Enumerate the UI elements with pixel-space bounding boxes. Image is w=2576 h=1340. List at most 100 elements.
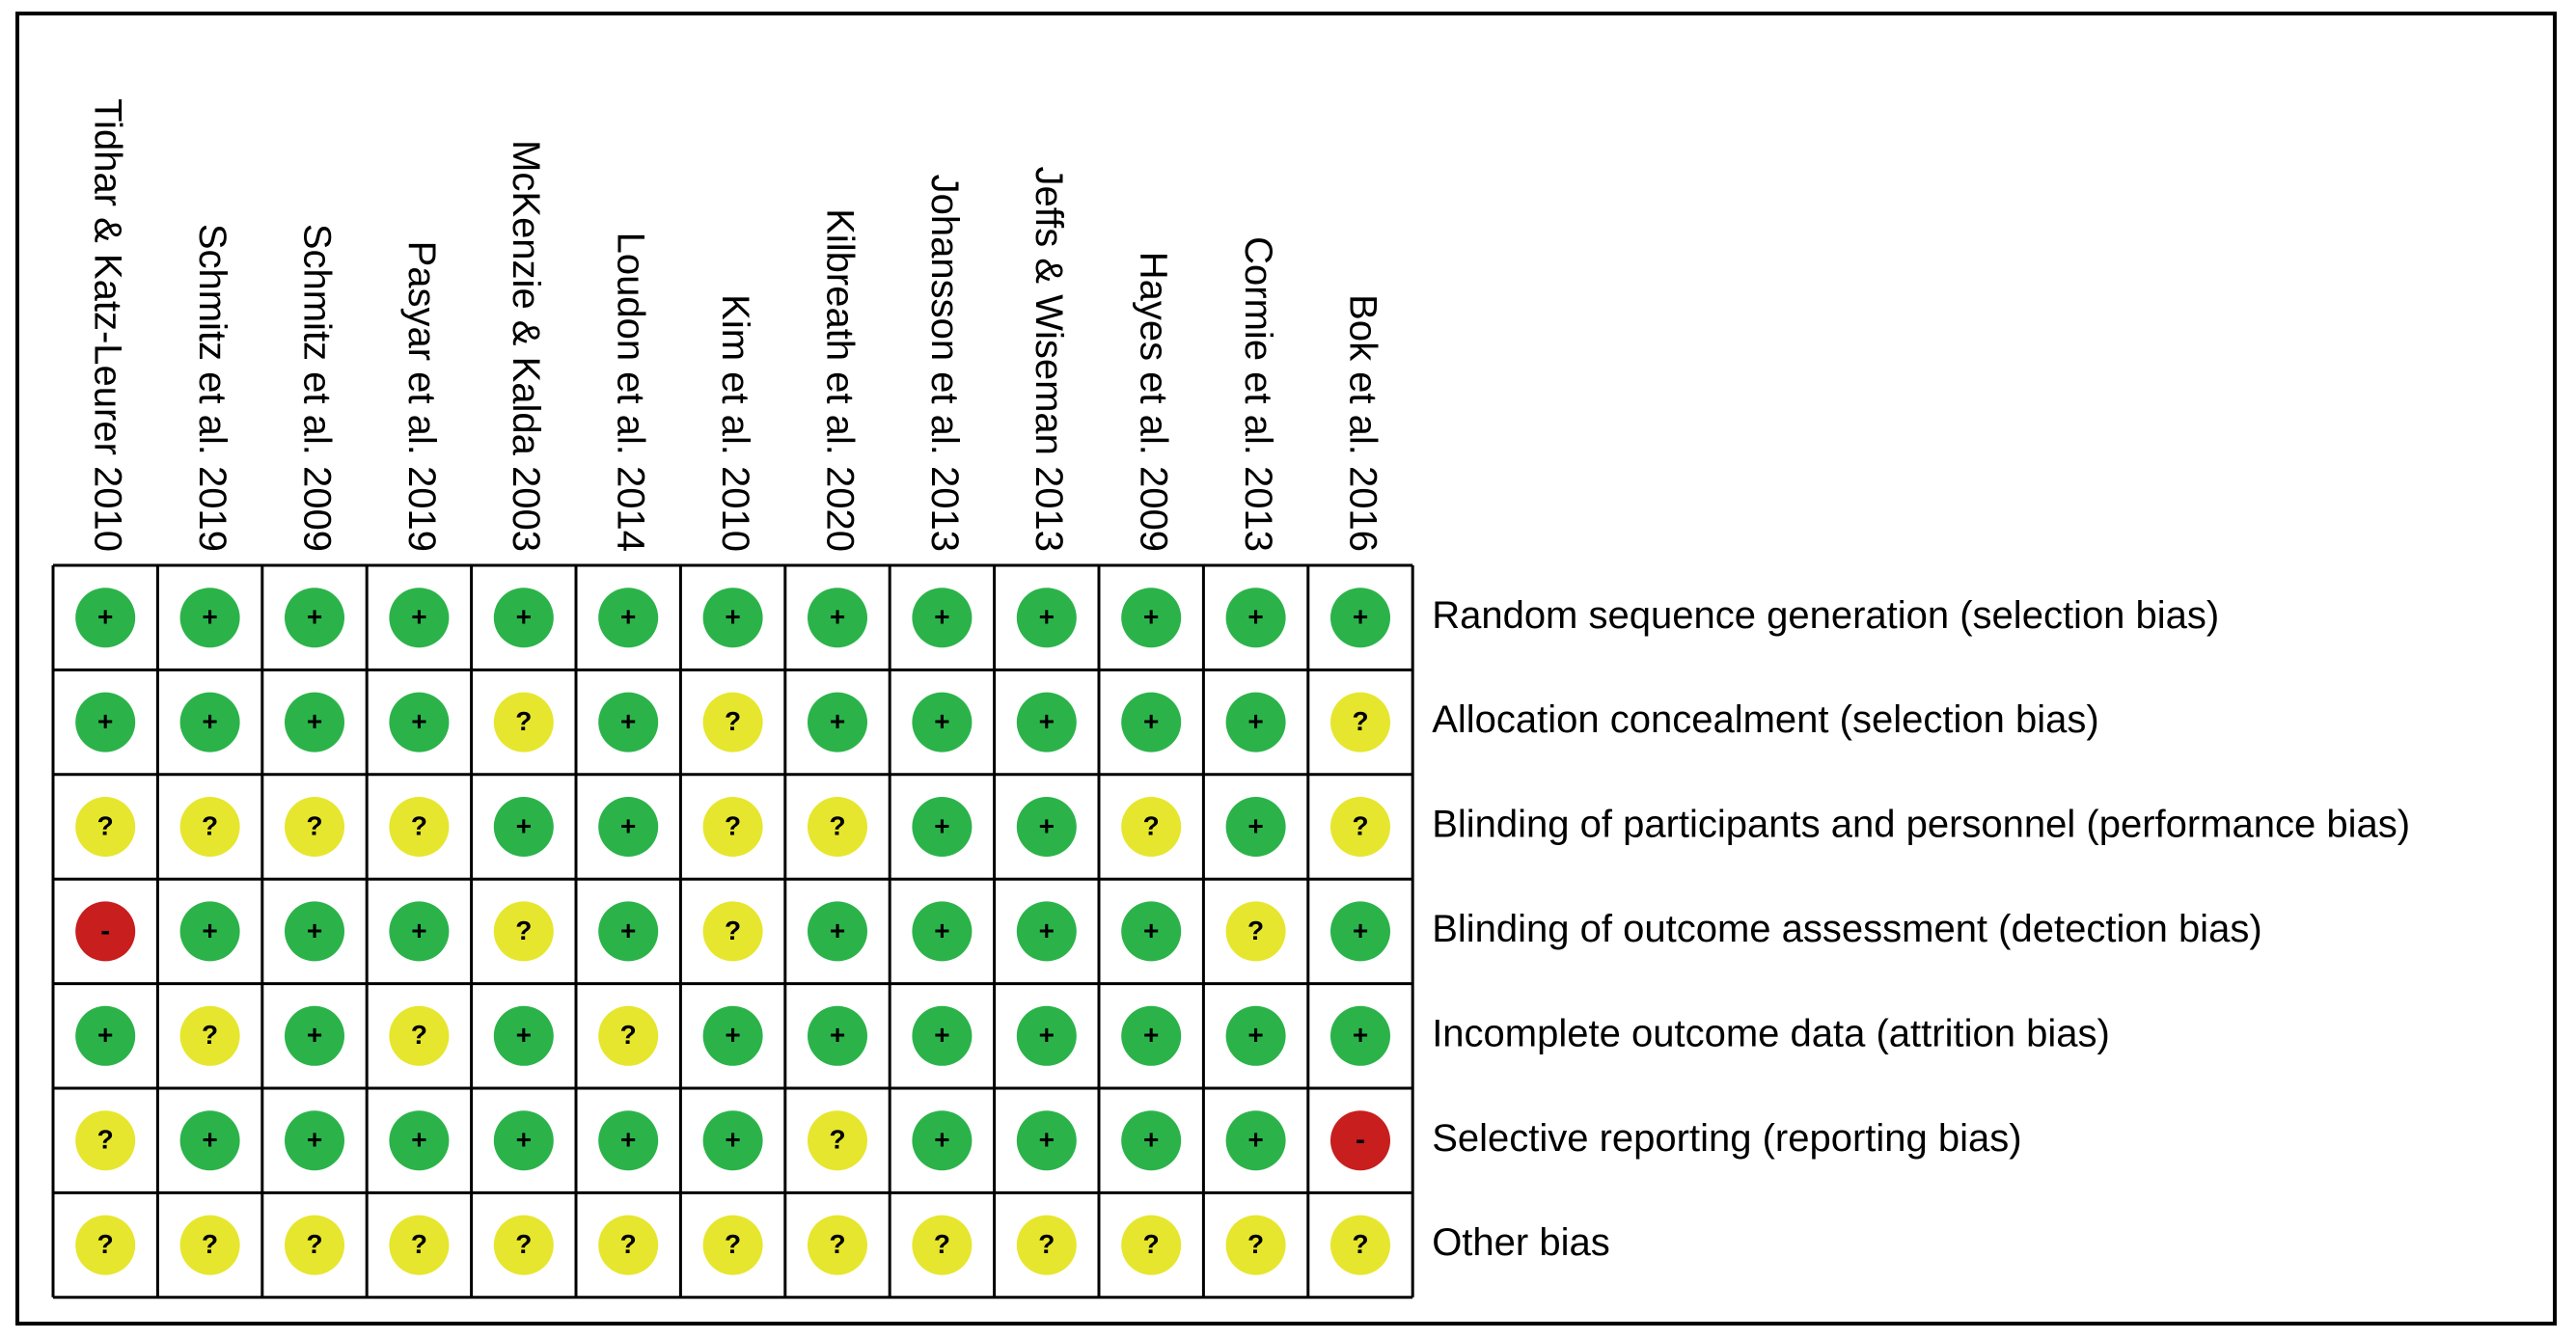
judgement-unclear-mark: ? [75,1215,136,1275]
judgement-symbol: ? [829,1229,845,1259]
judgement-low-mark: + [912,797,973,857]
judgement-circle [1330,588,1390,648]
study-label: Johansson et al. 2013 [923,175,966,552]
judgement-circle [389,588,450,648]
judgement-circle [1016,588,1077,648]
judgement-symbol: ? [97,810,114,840]
judgement-unclear-mark: ? [1330,1215,1390,1275]
judgement-symbol: ? [725,916,741,945]
judgement-low-mark: + [702,1110,763,1171]
judgement-circle [598,588,659,648]
judgement-unclear-mark: ? [1330,797,1390,857]
judgement-low-mark: + [808,588,867,648]
judgement-symbol: ? [1247,916,1264,945]
judgement-symbol: + [516,602,532,632]
judgement-symbol: + [202,602,217,632]
judgement-symbol: ? [829,1125,845,1155]
judgement-unclear-mark: ? [1225,901,1286,962]
judgement-unclear-mark: ? [1121,797,1182,857]
judgement-circle [598,1110,659,1171]
judgement-circle [702,692,763,752]
judgement-symbol: + [202,1125,217,1155]
judgement-symbol: ? [1352,706,1368,736]
judgement-low-mark: + [1330,1005,1390,1066]
judgement-circle [389,1215,450,1275]
judgement-circle [389,692,450,752]
judgement-symbol: + [830,706,845,736]
judgement-low-mark: + [1121,588,1182,648]
judgement-circle [285,1005,344,1066]
judgement-symbol: ? [725,810,741,840]
judgement-symbol: ? [515,1229,532,1259]
judgement-circle [808,692,867,752]
judgement-unclear-mark: ? [702,692,763,752]
judgement-circle [75,692,136,752]
judgement-circle [75,1215,136,1275]
judgement-circle [702,1005,763,1066]
judgement-circle [285,588,344,648]
judgement-circle [912,1215,973,1275]
judgement-low-mark: + [912,692,973,752]
judgement-symbol: ? [202,1020,218,1050]
judgement-circle [1016,901,1077,962]
judgement-symbol: + [1247,706,1263,736]
judgement-circle [808,797,867,857]
judgement-circle [1330,692,1390,752]
judgement-symbol: + [830,602,845,632]
judgement-low-mark: + [808,692,867,752]
judgement-circle [1225,1110,1286,1171]
judgement-symbol: + [1039,602,1055,632]
judgement-symbol: + [1143,1020,1159,1050]
judgement-circle [493,1215,554,1275]
judgement-circle [493,692,554,752]
judgement-symbol: ? [411,1229,427,1259]
judgement-low-mark: + [1121,1005,1182,1066]
judgement-symbol: + [307,706,322,736]
judgement-circle [75,797,136,857]
study-label: Schmitz et al. 2019 [191,224,233,552]
judgement-unclear-mark: ? [179,797,240,857]
domain-label: Selective reporting (reporting bias) [1432,1117,2021,1160]
judgement-symbol: ? [620,1020,637,1050]
judgement-unclear-mark: ? [702,1215,763,1275]
judgement-circle [1121,1215,1182,1275]
judgement-unclear-mark: ? [389,797,450,857]
judgement-symbol: ? [1143,1229,1160,1259]
judgement-circle [493,588,554,648]
judgement-circle [1121,692,1182,752]
judgement-circle [1330,901,1390,962]
judgement-circle [598,692,659,752]
study-label: McKenzie & Kalda 2003 [505,140,547,552]
judgement-low-mark: + [1016,588,1077,648]
judgement-circle [598,797,659,857]
judgement-low-mark: + [598,692,659,752]
judgement-low-mark: + [1225,588,1286,648]
judgement-symbol: ? [306,1229,322,1259]
judgement-low-mark: + [1016,1110,1077,1171]
judgement-circle [75,1005,136,1066]
judgement-circle [702,797,763,857]
judgement-symbol: + [1143,916,1159,945]
judgement-symbol: ? [411,1020,427,1050]
judgement-low-mark: + [285,901,344,962]
judgement-circle [179,588,240,648]
judgement-symbol: + [620,602,636,632]
judgement-circle [808,1005,867,1066]
judgement-circle [808,588,867,648]
judgement-low-mark: + [389,692,450,752]
judgement-circle [75,901,136,962]
judgement-symbol: + [1143,1125,1159,1155]
judgement-circle [1330,1005,1390,1066]
judgement-symbol: - [100,915,110,946]
judgement-circle [75,588,136,648]
judgement-symbol: + [411,706,426,736]
judgement-low-mark: + [75,588,136,648]
domain-label: Blinding of outcome assessment (detectio… [1432,908,2261,950]
judgement-unclear-mark: ? [808,1215,867,1275]
judgement-circle [1225,588,1286,648]
judgement-circle [389,797,450,857]
study-label: Cormie et al. 2013 [1237,236,1279,552]
judgement-symbol: + [934,602,949,632]
domain-label: Random sequence generation (selection bi… [1432,594,2219,637]
